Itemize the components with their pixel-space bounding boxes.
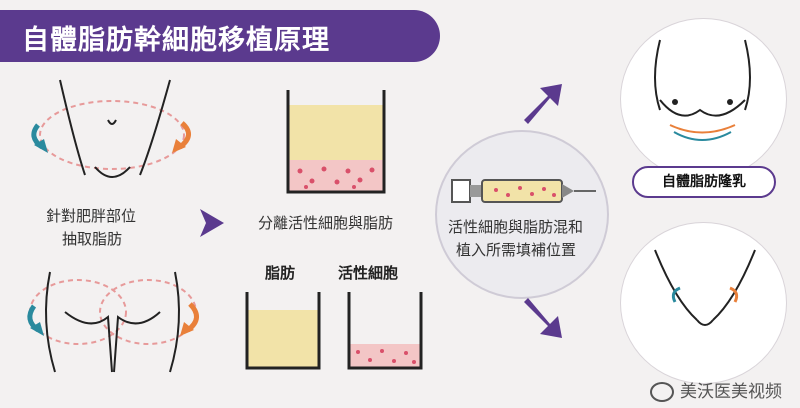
arrow-right-icon (200, 209, 224, 237)
chat-bubble-icon (650, 382, 674, 402)
title-banner (0, 10, 440, 62)
beaker-fat (245, 292, 321, 370)
label-active-cells: 活性細胞 (338, 264, 399, 282)
step3-caption-line2: 植入所需填補位置 (456, 241, 577, 259)
label-fat: 脂肪 (265, 264, 296, 282)
breast-illustration (654, 39, 751, 141)
syringe-icon (451, 179, 596, 203)
neck-illustration (654, 249, 756, 326)
beaker-mixed (286, 90, 386, 194)
step1-caption-line1: 針對肥胖部位 (46, 207, 137, 225)
neck-result-circle (620, 222, 787, 384)
watermark: 美沃医美视频 (650, 377, 782, 402)
injection-circle (435, 130, 609, 299)
step2-caption: 分離活性細胞與脂肪 (258, 214, 394, 232)
breast-result-circle (620, 18, 787, 180)
breast-result-label: 自體脂肪隆乳 (632, 166, 776, 198)
beaker-cells (347, 292, 423, 370)
arrow-down-right-icon (524, 298, 562, 338)
abdomen-illustration (31, 79, 191, 178)
arrow-up-right-icon (524, 84, 562, 124)
step1-caption-line2: 抽取脂肪 (62, 230, 123, 248)
buttocks-illustration (27, 271, 199, 373)
step3-caption-line1: 活性細胞與脂肪混和 (448, 218, 584, 236)
watermark-text: 美沃医美视频 (680, 382, 782, 402)
page-title: 自體脂肪幹細胞移植原理 (22, 25, 330, 56)
